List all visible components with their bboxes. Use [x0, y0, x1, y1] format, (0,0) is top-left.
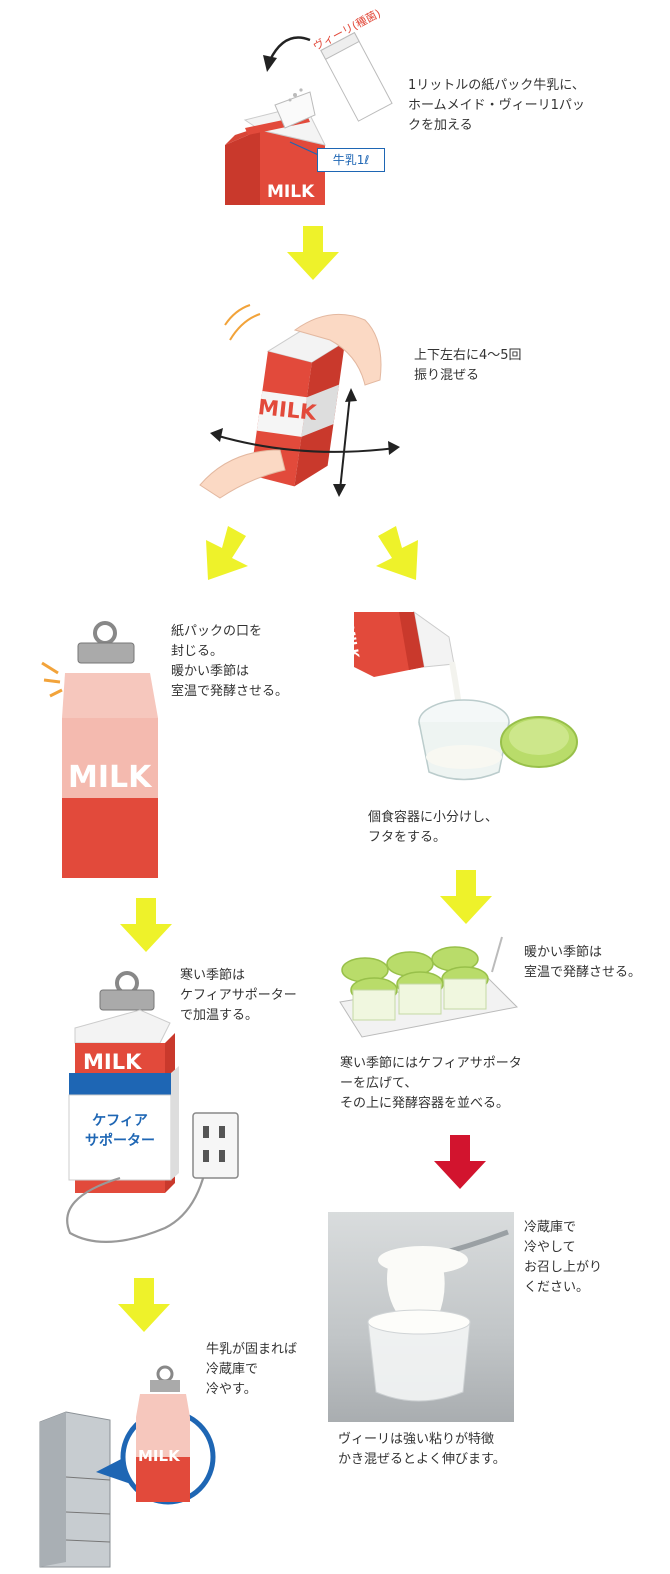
- step1-illustration: ヴィーリ(種菌) 牛乳1ℓ MILK: [215, 7, 395, 205]
- milk-1l-tag: 牛乳1ℓ: [317, 148, 385, 172]
- left3-instruction: 牛乳が固まれば 冷蔵庫で 冷やす。: [206, 1342, 298, 1397]
- step2-instruction: 上下左右に4〜5回 振り混ぜる: [414, 348, 522, 383]
- right2-instruction-top: 暖かい季節は 室温で発酵させる。: [524, 945, 642, 980]
- down-right-arrow-icon: [376, 526, 418, 580]
- step1-instruction: 1リットルの紙パック牛乳に、 ホームメイド・ヴィーリ1パッ クを加える: [408, 78, 585, 133]
- down-arrow-icon: [120, 898, 172, 952]
- left1-instruction: 紙パックの口を 封じる。 暖かい季節は 室温で発酵させる。: [171, 624, 289, 699]
- right1-illustration: MILK: [342, 610, 584, 792]
- right3-caption: ヴィーリは強い粘りが特徴 かき混ぜるとよく伸びます。: [338, 1432, 506, 1467]
- left3-illustration: MILK: [36, 1362, 216, 1570]
- right2-instruction-bottom: 寒い季節にはケフィアサポータ ーを広げて、 その上に発酵容器を並べる。: [340, 1056, 522, 1111]
- down-arrow-icon: [440, 870, 492, 924]
- down-arrow-red-icon: [434, 1135, 486, 1189]
- step2-illustration: MILK: [190, 300, 410, 505]
- carton-label: MILK: [267, 182, 315, 202]
- down-left-arrow-icon: [206, 526, 248, 580]
- right2-illustration: [332, 932, 522, 1040]
- yogurt-photo: [328, 1212, 514, 1422]
- carton-label: MILK: [83, 1050, 142, 1074]
- left2-instruction: 寒い季節は ケフィアサポーター で加温する。: [180, 968, 297, 1023]
- right1-instruction: 個食容器に小分けし、 フタをする。: [368, 810, 499, 845]
- right3-instruction: 冷蔵庫で 冷やして お召し上がり ください。: [524, 1220, 603, 1295]
- left1-illustration: MILK: [40, 618, 165, 878]
- carton-label: MILK: [68, 760, 152, 795]
- down-arrow-icon: [118, 1278, 170, 1332]
- down-arrow-icon: [287, 226, 339, 280]
- left2-illustration: MILK ケフィア サポーター: [45, 968, 245, 1253]
- carton-label: MILK: [138, 1447, 180, 1465]
- kefir-supporter-label: ケフィア サポーター: [85, 1113, 155, 1149]
